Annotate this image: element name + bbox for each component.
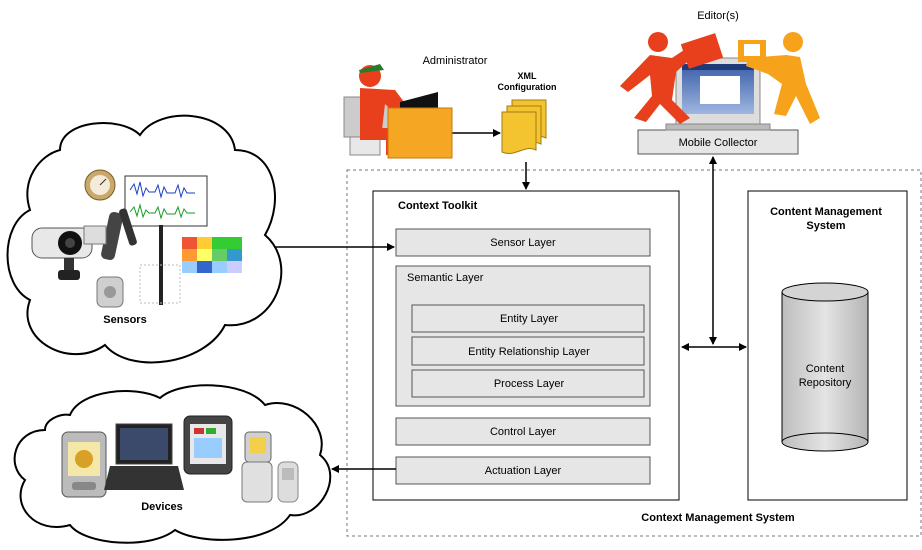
content-repository-cylinder[interactable] — [781, 282, 869, 452]
process-layer-label: Process Layer — [494, 378, 565, 390]
sensors-label: Sensors — [103, 314, 146, 326]
entity-layer-label: Entity Layer — [500, 313, 558, 325]
sensors-cloud — [6, 114, 283, 364]
wearable-sensor-icon — [96, 276, 124, 308]
cms-title-line2: System — [806, 220, 845, 232]
content-repository-label-line2: Repository — [799, 377, 852, 389]
entity-relationship-layer[interactable] — [411, 336, 645, 366]
pda-icon — [61, 431, 107, 498]
xml-label-line2: Configuration — [498, 82, 557, 92]
actuation-layer-label: Actuation Layer — [485, 465, 562, 477]
context-management-system-boundary — [346, 169, 922, 537]
mobile-phone-icon — [277, 461, 299, 503]
sensor-layer-label: Sensor Layer — [490, 237, 556, 249]
control-layer[interactable] — [395, 417, 651, 446]
organizer-icon — [183, 415, 233, 475]
devices-images — [61, 415, 299, 503]
barometer-icon — [84, 169, 116, 201]
process-layer[interactable] — [411, 369, 645, 398]
entity-layer[interactable] — [411, 304, 645, 333]
sensors-images — [31, 169, 242, 308]
microphone-icon — [101, 208, 137, 261]
mobile-collector-label: Mobile Collector — [679, 137, 758, 149]
camera-icon — [31, 227, 93, 280]
content-repository-label-line1: Content — [806, 363, 845, 375]
laptop-icon — [104, 423, 184, 490]
network-camera-icon — [83, 225, 107, 245]
editors-label: Editor(s) — [697, 10, 739, 22]
audio-signal-chart-icon — [124, 175, 208, 227]
control-layer-label: Control Layer — [490, 426, 556, 438]
xml-configuration-icon — [501, 99, 547, 154]
context-management-system-label: Context Management System — [641, 512, 795, 524]
xml-label-line1: XML — [518, 71, 538, 81]
heatmap-icon — [182, 237, 242, 273]
sensor-layer[interactable] — [395, 228, 651, 257]
entity-relationship-layer-label: Entity Relationship Layer — [468, 346, 590, 358]
sensor-pole-icon — [139, 225, 181, 305]
cms-title-line1: Content Management — [770, 206, 882, 218]
semantic-layer-label: Semantic Layer — [407, 272, 484, 284]
devices-label: Devices — [141, 501, 183, 513]
context-toolkit-title: Context Toolkit — [398, 200, 478, 212]
administrator-figure — [343, 64, 453, 159]
flip-phone-icon — [241, 431, 273, 503]
editors-figures — [620, 32, 820, 131]
actuation-layer[interactable] — [395, 456, 651, 485]
mobile-collector[interactable] — [637, 129, 799, 155]
administrator-label: Administrator — [423, 55, 488, 67]
